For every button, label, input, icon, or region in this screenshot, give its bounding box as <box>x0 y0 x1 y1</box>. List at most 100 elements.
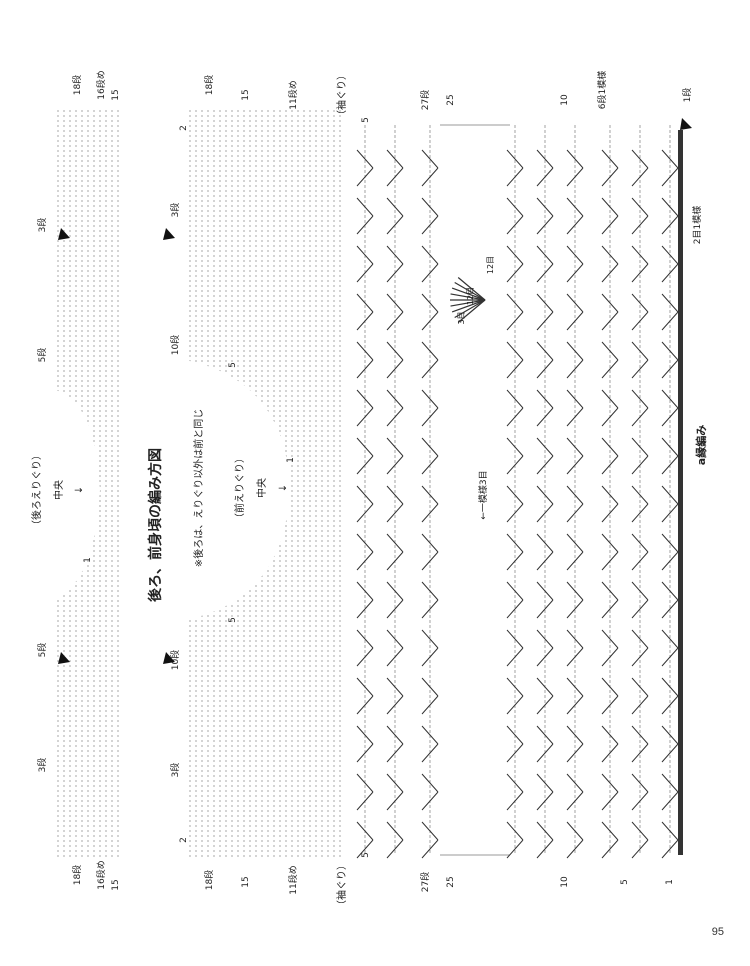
fan-stitch-mark <box>386 389 404 427</box>
row-label-10-front: 10段 <box>169 335 181 355</box>
fan-stitch-mark <box>506 389 524 427</box>
front-neck-cutout <box>185 360 290 620</box>
fan-stitch-mark <box>536 533 554 571</box>
fan-stitch-mark <box>386 149 404 187</box>
edge-pickup-label: 2目1模様 <box>691 206 703 244</box>
fan-stitch-mark <box>356 293 374 331</box>
fan-stitch-mark <box>536 341 554 379</box>
fan-stitch-mark <box>631 485 649 523</box>
center-marker-label: ←一模様3目 <box>477 470 489 519</box>
row-label-5-top: 5 <box>361 117 371 123</box>
fan-stitch-mark <box>386 245 404 283</box>
fan-stitch-mark <box>536 245 554 283</box>
fan-stitch-mark <box>356 821 374 859</box>
fan-stitch-mark <box>601 725 619 763</box>
fan-stitch-mark <box>506 629 524 667</box>
fan-stitch-mark <box>386 821 404 859</box>
page-number: 95 <box>711 926 724 938</box>
fan-stitch-mark <box>631 293 649 331</box>
fan-stitch-mark <box>506 677 524 715</box>
fan-stitch-mark <box>506 725 524 763</box>
fan-stitch-mark <box>661 581 679 619</box>
row-label-25-bottom: 25 <box>446 876 456 887</box>
fan-stitch-mark <box>506 245 524 283</box>
fan-stitch-mark <box>661 293 679 331</box>
fan-stitch-mark <box>601 437 619 475</box>
fan-stitch-mark <box>506 197 524 235</box>
fan-stitch-mark <box>661 149 679 187</box>
motif-fan-stroke <box>457 299 486 323</box>
front-neck-label: （前えりぐり） <box>233 453 246 523</box>
motif-fan-stroke <box>454 281 486 301</box>
fan-stitch-mark <box>661 725 679 763</box>
fan-stitch-mark <box>631 581 649 619</box>
row-label-2-top: 2 <box>179 125 189 131</box>
row-label-1-back-neck: 1 <box>83 557 93 563</box>
motif-label-3: 3目 <box>457 311 466 324</box>
fan-stitch-mark <box>601 341 619 379</box>
fan-stitch-mark <box>421 821 439 859</box>
fan-stitch-mark <box>421 677 439 715</box>
start-triangle-icon <box>58 228 70 240</box>
fan-stitch-mark <box>356 725 374 763</box>
fan-stitch-mark <box>566 389 584 427</box>
motif-fan-stroke <box>451 287 486 301</box>
fan-stitch-mark <box>631 341 649 379</box>
chart-labels: 後ろ、前身頃の編み方図 ※後ろは、えりぐり以外は前と同じ （後ろえりぐり） 中央… <box>30 70 708 910</box>
row-label-10-top-r: 10 <box>560 94 570 106</box>
fan-stitch-mark <box>631 677 649 715</box>
fan-stitch-mark <box>661 437 679 475</box>
fan-stitch-mark <box>386 773 404 811</box>
fan-stitch-mark <box>536 629 554 667</box>
fan-stitch-mark <box>566 485 584 523</box>
row-label-15-bottom-back: 15 <box>111 879 121 890</box>
fan-stitch-mark <box>536 725 554 763</box>
fan-stitch-mark <box>421 773 439 811</box>
fan-stitch-mark <box>631 629 649 667</box>
fan-stitch-mark <box>566 629 584 667</box>
fan-stitch-mark <box>661 821 679 859</box>
fan-stitch-mark <box>536 293 554 331</box>
row-label-5-back: 5段 <box>36 348 48 363</box>
fan-stitch-mark <box>356 533 374 571</box>
fan-stitch-mark <box>601 821 619 859</box>
fan-stitch-mark <box>631 245 649 283</box>
row-label-27-bottom: 27段 <box>419 872 431 892</box>
fan-stitch-mark <box>421 725 439 763</box>
fan-stitch-mark <box>421 293 439 331</box>
fan-stitch-mark <box>421 389 439 427</box>
fan-stitch-mark <box>386 485 404 523</box>
diagram-note: ※後ろは、えりぐり以外は前と同じ <box>192 409 205 567</box>
motif-fan-stroke <box>450 299 486 307</box>
fan-stitch-mark <box>631 773 649 811</box>
row-label-18-bottom-front: 18段 <box>203 870 215 890</box>
back-neck-cutout <box>55 390 100 600</box>
row-label-15-top-back: 15 <box>111 89 121 100</box>
row-label-11-top: 11段め <box>287 80 299 109</box>
fan-stitch-mark <box>566 197 584 235</box>
fan-stitch-mark <box>631 533 649 571</box>
fan-stitch-mark <box>661 485 679 523</box>
fan-stitch-mark <box>601 629 619 667</box>
edging-band <box>678 130 683 855</box>
start-triangle-icon <box>163 228 175 240</box>
fan-stitch-mark <box>661 341 679 379</box>
fan-stitch-mark <box>601 533 619 571</box>
fan-stitch-mark <box>356 389 374 427</box>
row-label-5-bottom-r: 5 <box>620 879 630 885</box>
fan-stitch-mark <box>386 437 404 475</box>
row-label-18-top-back: 18段 <box>71 75 83 95</box>
fan-stitch-mark <box>631 725 649 763</box>
row-label-10-bottom-r: 10 <box>560 876 570 888</box>
fan-stitch-mark <box>506 533 524 571</box>
row-label-5-front-neck-top: 5 <box>228 362 238 368</box>
row-label-3-back: 3段 <box>36 218 48 233</box>
fan-stitch-mark <box>356 485 374 523</box>
start-triangle-icon <box>163 652 175 664</box>
back-neck-label: （後ろえりぐり） <box>30 450 43 530</box>
row-label-1-bottom-r: 1 <box>665 879 675 885</box>
motif-fan-stroke <box>457 277 486 301</box>
fan-stitch-mark <box>421 533 439 571</box>
fan-stitch-mark <box>421 629 439 667</box>
row-label-15-top-front: 15 <box>241 89 251 100</box>
